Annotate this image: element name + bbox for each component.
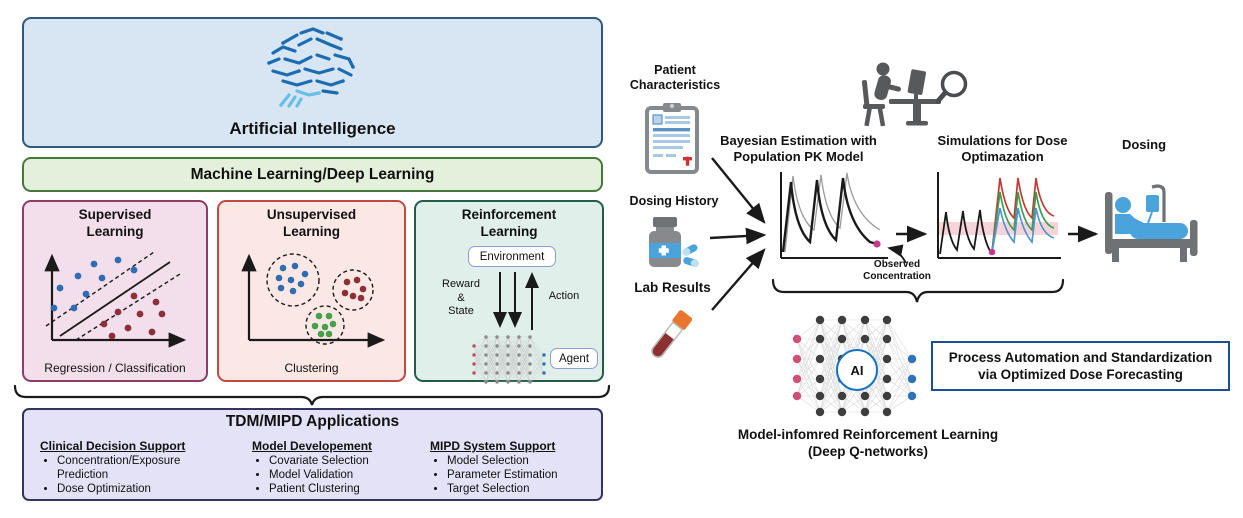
unsupervised-caption: Clustering (284, 361, 339, 375)
agent-label: Agent (558, 352, 590, 365)
clustering-plot (241, 253, 386, 348)
environment-box: Environment (468, 246, 556, 267)
clinician-computer-icon (861, 62, 968, 127)
pk-curve-chart (780, 172, 888, 259)
observed-concentration-label: Observed Concentration (863, 259, 931, 282)
tdm-item: Dose Optimization (57, 483, 240, 497)
tdm-item: Covariate Selection (269, 455, 422, 469)
rl-caption-line1: Model-infomred Reinforcement Learning (737, 427, 999, 442)
reward-state-label: Reward & State (442, 278, 480, 317)
patient-characteristics-label: Patient Characteristics (629, 63, 721, 92)
tdm-column-header: Model Developement (252, 439, 373, 453)
action-label: Action (548, 290, 580, 302)
agent-box: Agent (550, 348, 598, 369)
tdm-mipd-applications-box: TDM/MIPD Applications Clinical Decision … (22, 408, 603, 501)
artificial-intelligence-box: Artificial Intelligence (22, 17, 603, 148)
lab-results-label: Lab Results (634, 280, 711, 295)
machine-learning-bar: Machine Learning/Deep Learning (22, 157, 603, 192)
regression-scatter-plot (44, 251, 187, 348)
outcome-box: Process Automation and Standardization v… (931, 341, 1230, 391)
tdm-item: Parameter Estimation (447, 469, 595, 483)
ai-node: AI (836, 349, 878, 391)
simulation-title: Simulations for Dose Optimazation (937, 133, 1068, 164)
arrow-dosing-to-model (709, 227, 767, 245)
blood-tube-icon (651, 310, 693, 358)
dosing-label: Dosing (1121, 137, 1167, 152)
rl-caption-line2: (Deep Q-networks) (807, 444, 929, 459)
arrow-patient-to-model (711, 157, 766, 224)
supervised-title: Supervised Learning (78, 207, 152, 239)
unsupervised-learning-box: Unsupervised Learning Clustering (217, 200, 406, 382)
tdm-column-list: Model Selection Parameter Estimation Tar… (430, 455, 595, 496)
supervised-learning-box: Supervised Learning Regres (22, 200, 208, 382)
tdm-item: Model Selection (447, 455, 595, 469)
tdm-column-list: Covariate Selection Model Validation Pat… (252, 455, 422, 496)
clipboard-icon (645, 103, 699, 174)
artificial-intelligence-label: Artificial Intelligence (229, 119, 396, 138)
deep-q-network-icon (792, 315, 917, 417)
tdm-column-model: Model Developement Covariate Selection M… (252, 439, 422, 496)
circuit-brain-icon (266, 27, 355, 108)
tdm-item: Model Validation (269, 469, 422, 483)
agent-network-icon (472, 335, 546, 384)
tdm-item: Target Selection (447, 483, 595, 497)
bayesian-title: Bayesian Estimation with Population PK M… (720, 133, 877, 164)
environment-label: Environment (479, 250, 545, 263)
reinforcement-learning-box: Reinforcement Learning Environment Rewar… (414, 200, 604, 384)
tdm-column-header: Clinical Decision Support (40, 439, 186, 453)
tdm-item: Concentration/Exposure Prediction (57, 455, 207, 483)
machine-learning-label: Machine Learning/Deep Learning (190, 165, 435, 183)
supervised-caption: Regression / Classification (44, 361, 186, 375)
tdm-column-header: MIPD System Support (430, 439, 556, 453)
right-curly-brace (771, 278, 1065, 303)
dosing-history-label: Dosing History (629, 194, 719, 208)
tdm-column-list: Concentration/Exposure Prediction Dose O… (40, 455, 240, 496)
outcome-line2: via Optimized Dose Forecasting (978, 367, 1183, 382)
tdm-title: TDM/MIPD Applications (225, 413, 400, 430)
tdm-column-clinical: Clinical Decision Support Concentration/… (40, 439, 240, 496)
tdm-item: Patient Clustering (269, 483, 422, 497)
unsupervised-title: Unsupervised Learning (266, 207, 357, 239)
reinforcement-title: Reinforcement Learning (461, 207, 557, 239)
medicine-bottle-icon (649, 217, 699, 267)
left-curly-brace (13, 384, 611, 406)
dose-simulation-chart (937, 172, 1061, 259)
patient-bed-icon (1105, 184, 1198, 262)
outcome-line1: Process Automation and Standardization (948, 350, 1213, 365)
tdm-column-mipd: MIPD System Support Model Selection Para… (430, 439, 595, 496)
